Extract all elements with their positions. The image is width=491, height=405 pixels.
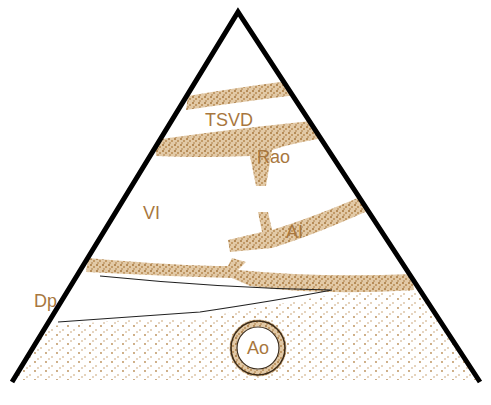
chamber-label: TSVD <box>205 111 253 129</box>
diaphragm-outline <box>100 276 330 290</box>
chamber-label: Rao <box>257 148 290 166</box>
sector-outline <box>12 12 480 382</box>
vessel-wall <box>233 323 283 373</box>
vessel-label: Ao <box>247 339 269 357</box>
chamber-label: AI <box>286 223 303 241</box>
vessel-circle: Ao <box>229 319 287 377</box>
diaphragm-outline <box>58 290 332 322</box>
septum-band <box>155 114 388 186</box>
structure-label: Dp <box>34 292 57 310</box>
vessel-lumen <box>237 327 279 369</box>
atrial-septum <box>228 178 408 252</box>
vessel-wall <box>231 321 285 375</box>
posterior-wall <box>86 258 414 292</box>
chamber-label: VI <box>143 204 160 222</box>
